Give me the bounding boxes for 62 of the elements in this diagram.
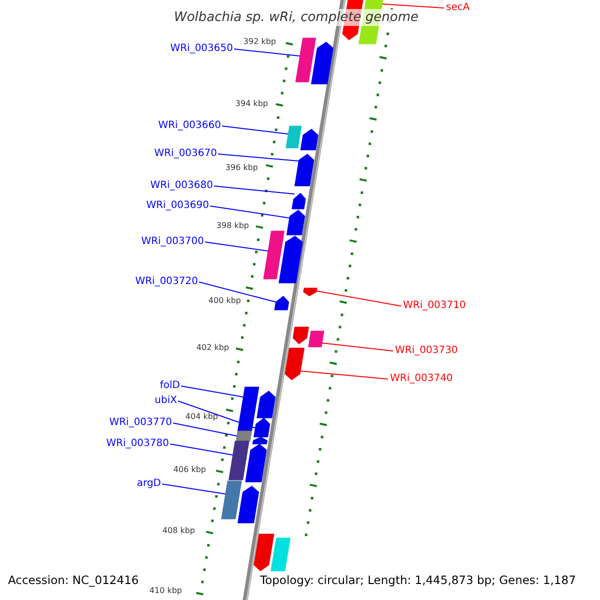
gene-feature xyxy=(292,326,309,344)
gene-label: argD xyxy=(136,477,161,490)
gene-label: ubiX xyxy=(154,394,177,407)
leader-line xyxy=(162,484,226,494)
footer-text: Topology: circular; Length: 1,445,873 bp; Genes: 1,187 xyxy=(260,573,576,588)
gene-label: WRi_003710 xyxy=(403,299,466,312)
scale-label: 396 kbp xyxy=(225,163,258,173)
gene-feature xyxy=(300,128,318,150)
leader-line xyxy=(180,386,244,398)
gene-feature xyxy=(284,348,305,380)
leader-line xyxy=(204,242,269,252)
gene-bar xyxy=(263,230,285,280)
gene-label: WRi_003720 xyxy=(135,275,198,288)
gene-label: WRi_003770 xyxy=(109,416,172,429)
gene-label: WRi_003780 xyxy=(106,437,169,450)
gene-bar xyxy=(308,330,324,348)
leader-line xyxy=(382,4,444,8)
leader-line xyxy=(210,206,290,218)
gene-feature xyxy=(274,296,290,310)
leader-line xyxy=(218,154,300,162)
gene-bar xyxy=(228,440,250,480)
leader-line xyxy=(300,370,388,380)
leader-line xyxy=(178,400,256,428)
footer-text: Accession: NC_012416 xyxy=(8,573,139,588)
gene-label: WRi_003680 xyxy=(150,179,213,192)
leader-line xyxy=(172,422,238,436)
gene-label: WRi_003740 xyxy=(390,372,453,385)
gene-label: WRi_003690 xyxy=(146,199,209,212)
leader-line xyxy=(198,282,276,302)
scale-label: 392 kbp xyxy=(243,37,276,47)
gene-feature xyxy=(292,192,306,210)
gene-label: WRi_003660 xyxy=(158,119,221,132)
gene-bar xyxy=(270,538,291,572)
gene-label: WRi_003730 xyxy=(395,344,458,357)
leader-line xyxy=(316,290,402,306)
scale-label: 402 kbp xyxy=(196,343,229,353)
gene-feature xyxy=(256,390,276,418)
gene-feature xyxy=(303,288,318,296)
leader-line xyxy=(170,444,234,456)
scale-label: 408 kbp xyxy=(162,526,195,536)
gene-bar xyxy=(295,38,316,82)
gene-feature xyxy=(294,154,314,186)
scale-label: 398 kbp xyxy=(216,221,249,231)
scale-label: 394 kbp xyxy=(235,99,268,109)
leader-line xyxy=(322,342,394,352)
gene-label: WRi_003670 xyxy=(154,147,217,160)
gene-feature xyxy=(254,534,274,572)
gene-label: WRi_003650 xyxy=(170,42,233,55)
scale-label: 410 kbp xyxy=(149,586,182,596)
gene-bar xyxy=(221,480,242,520)
leader-line xyxy=(222,126,289,134)
gene-feature xyxy=(238,486,260,524)
scale-label: 400 kbp xyxy=(208,296,241,306)
gene-bar xyxy=(286,126,302,148)
scale-label: 406 kbp xyxy=(173,465,206,475)
leader-line xyxy=(234,48,300,56)
gene-feature xyxy=(311,42,334,84)
scale-label: 404 kbp xyxy=(185,412,218,422)
gene-label: secA xyxy=(446,1,470,14)
gene-label: folD xyxy=(160,379,180,392)
leader-line xyxy=(214,186,295,194)
gene-label: WRi_003700 xyxy=(141,235,204,248)
